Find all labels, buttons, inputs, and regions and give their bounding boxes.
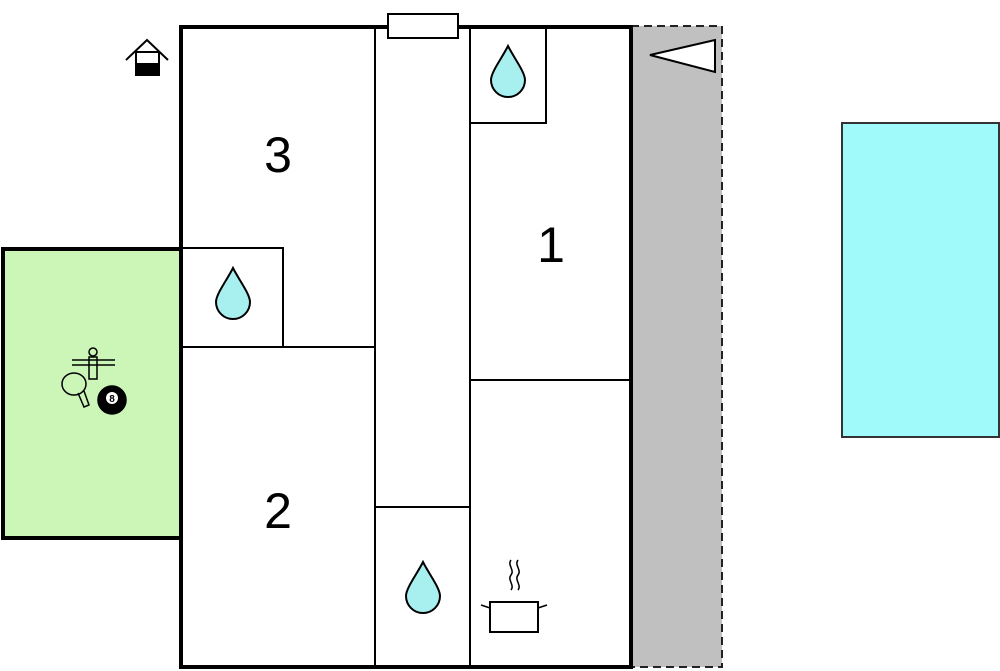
- cooking-pot-icon: [480, 559, 548, 633]
- terrace: [630, 25, 723, 668]
- games-annex: [1, 247, 183, 540]
- window: [387, 13, 459, 39]
- interior-walls: [181, 27, 631, 667]
- pool: [841, 122, 1000, 438]
- billiard-ball-number: 8: [109, 394, 115, 405]
- room-label-3: 3: [264, 127, 292, 183]
- games-icon: [61, 347, 127, 415]
- room-label-1: 1: [537, 217, 565, 273]
- room-label-2: 2: [264, 483, 292, 539]
- triangle-icon: [649, 38, 716, 74]
- house-entrance-icon: [125, 38, 169, 76]
